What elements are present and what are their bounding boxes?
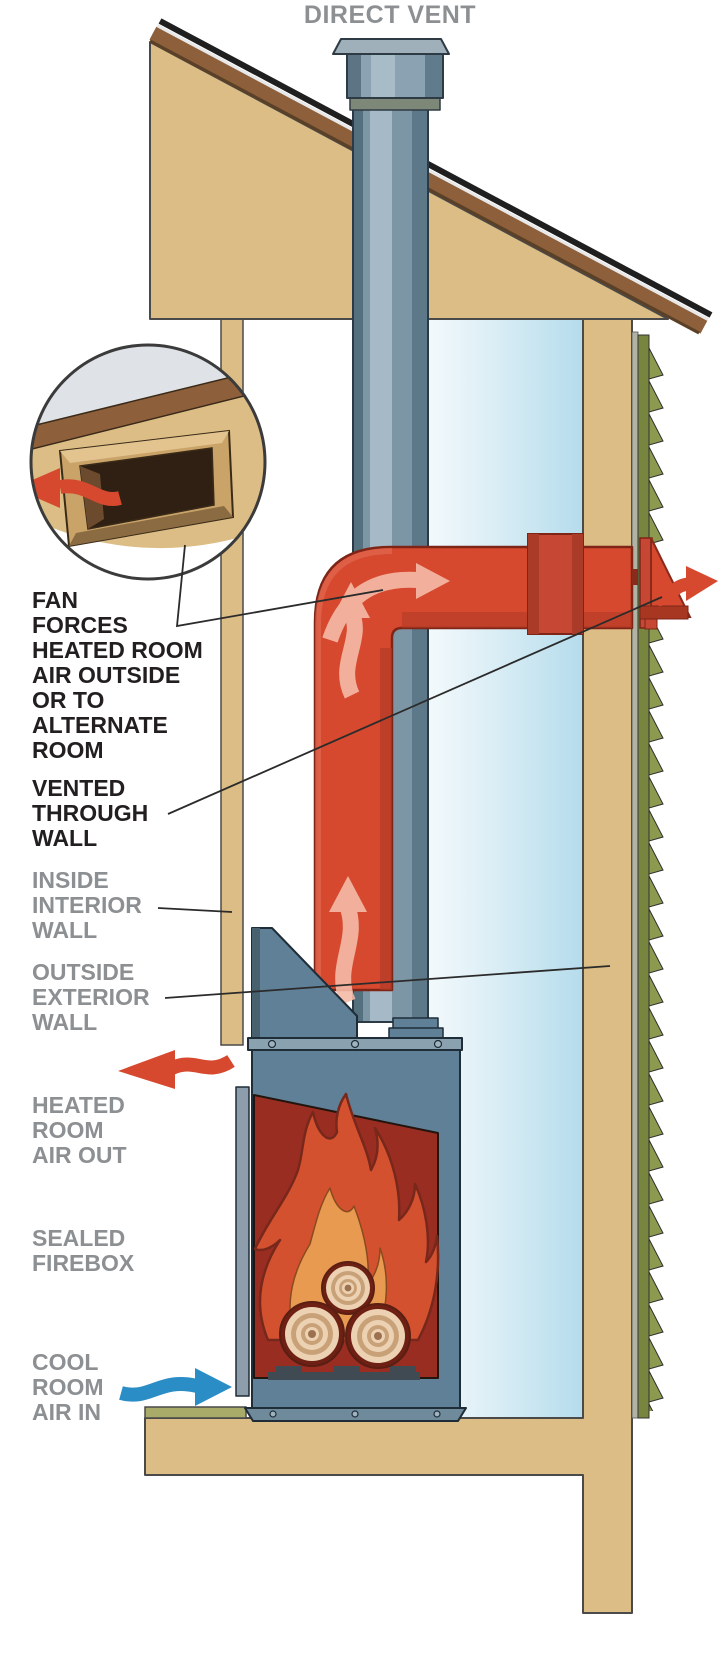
label-heated-room-air-out: HEATED ROOM AIR OUT <box>32 1092 127 1168</box>
logs <box>279 1261 411 1369</box>
heated-air-arrowhead <box>118 1050 175 1089</box>
log-right <box>345 1303 411 1369</box>
inset-content <box>31 345 265 579</box>
vent-frame-top-bevel <box>60 431 229 463</box>
plate-screw <box>350 1039 360 1049</box>
log-top <box>321 1261 375 1315</box>
inset-arrow-body <box>58 479 122 507</box>
plate-screw <box>267 1039 277 1049</box>
duct-through-wall <box>632 569 638 585</box>
cool-air-arrow-body <box>119 1377 199 1402</box>
airflow-up-arrow-2 <box>339 606 363 699</box>
label-fan-forces: FAN FORCES HEATED ROOM AIR OUTSIDE OR TO… <box>32 587 203 763</box>
cap-shadow-right <box>425 54 443 98</box>
exhaust-out-arrow <box>656 566 718 607</box>
coupling-ring-right <box>572 534 583 634</box>
leader-outside-exterior-wall <box>164 965 611 999</box>
chimney-cap-lid <box>332 38 450 55</box>
leader-inside-interior-wall <box>157 907 233 913</box>
label-outside-exterior-wall: OUTSIDE EXTERIOR WALL <box>32 959 150 1035</box>
label-inside-interior-wall: INSIDE INTERIOR WALL <box>32 867 142 943</box>
shroud-edge <box>252 928 260 1038</box>
siding-clapboards <box>649 347 664 1411</box>
hood-tail <box>644 618 658 630</box>
grate-tab <box>334 1366 360 1373</box>
hearth-strip <box>144 1406 247 1419</box>
base-screw <box>351 1410 359 1418</box>
label-cool-room-air-in: COOL ROOM AIR IN <box>32 1349 104 1425</box>
grate-tab <box>390 1366 416 1373</box>
leader-fan-forces <box>175 544 384 628</box>
siding-band <box>637 334 650 1419</box>
duct-shade-right <box>380 648 392 990</box>
hood-underside <box>639 605 689 620</box>
log-left <box>279 1301 345 1367</box>
base-screw <box>269 1410 277 1418</box>
airflow-right-arrowhead <box>416 563 450 599</box>
cool-air-in-arrow <box>119 1368 232 1406</box>
roof-shingle-line <box>158 18 713 318</box>
roof-pinstripe <box>156 24 709 321</box>
pipe-base-step <box>388 1027 444 1039</box>
cap-shadow-left <box>347 54 361 98</box>
inset-arrowhead <box>31 468 60 508</box>
log-grate <box>268 1366 420 1380</box>
airflow-up-arrow-1 <box>335 899 359 1006</box>
heated-air-out-arrow <box>118 1050 235 1089</box>
airflow-up-arrowhead-1 <box>329 876 367 912</box>
grate-tab <box>276 1366 302 1373</box>
duct-highlight <box>315 548 393 985</box>
exhaust-arrow-body <box>656 577 690 607</box>
coupling-ring-left <box>528 534 539 634</box>
chimney-collar <box>349 97 441 111</box>
exhaust-arrowhead <box>686 566 718 601</box>
label-sealed-firebox: SEALED FIREBOX <box>32 1225 135 1276</box>
grate-bar <box>268 1372 420 1380</box>
label-vented-through-wall: VENTED THROUGH WALL <box>32 775 149 851</box>
cool-air-arrowhead <box>195 1368 232 1406</box>
base-screw <box>433 1410 441 1418</box>
vent-frame-bottom-bevel <box>69 506 233 546</box>
heated-air-arrow-body <box>169 1054 235 1075</box>
plate-screw <box>433 1039 443 1049</box>
inset-outline <box>29 343 267 581</box>
diagram-title: DIRECT VENT <box>303 1 477 29</box>
inset-joist-band <box>31 367 265 451</box>
leader-lines <box>157 544 663 999</box>
wall-sheathing <box>631 331 639 1419</box>
hood-cone <box>650 537 692 618</box>
vent-detail-inset <box>29 343 267 581</box>
cap-highlight <box>371 54 395 98</box>
leader-vented-through-wall <box>167 596 663 815</box>
glass-door-edge <box>235 1086 250 1397</box>
fireplace <box>235 927 467 1422</box>
